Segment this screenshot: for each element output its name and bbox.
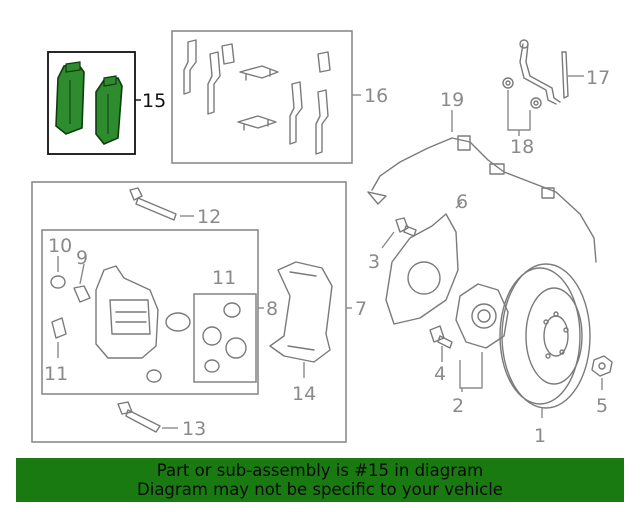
part-7-frame: [31, 181, 347, 443]
part-11-clip-left: [51, 317, 67, 358]
callout-4: 4: [434, 363, 446, 385]
callout-7: 7: [355, 298, 367, 320]
part-1-rotor: [499, 263, 591, 418]
part-19-speed-sensor: [367, 110, 597, 263]
callout-3: 3: [368, 251, 380, 273]
part-14-caliper-bracket: [269, 261, 333, 378]
callout-13: 13: [182, 418, 206, 440]
callout-15: 15: [142, 90, 166, 112]
part-16-hardware-kit: [171, 30, 361, 164]
callout-19: 19: [440, 89, 464, 111]
part-15-brake-pads[interactable]: [47, 51, 141, 155]
banner-line-1: Part or sub-assembly is #15 in diagram: [156, 461, 484, 480]
part-4-hub-bolt: [429, 325, 453, 362]
callout-2: 2: [452, 395, 464, 417]
part-11-seal-kit: [193, 293, 257, 383]
callout-6: 6: [456, 191, 468, 213]
callout-1: 1: [534, 425, 546, 447]
banner-line-2: Diagram may not be specific to your vehi…: [137, 480, 503, 499]
part-12-guide-pin: [129, 187, 194, 221]
callout-11-left: 11: [44, 363, 68, 385]
info-banner: Part or sub-assembly is #15 in diagram D…: [16, 458, 624, 502]
callout-8: 8: [266, 298, 278, 320]
part-18-washers: [502, 77, 542, 136]
callout-9: 9: [76, 247, 88, 269]
callout-10: 10: [48, 235, 72, 257]
callout-16: 16: [364, 85, 388, 107]
part-13-guide-pin: [117, 401, 178, 433]
part-17-brake-hose: [519, 39, 584, 105]
callout-5: 5: [596, 395, 608, 417]
part-9-bleeder-screw: [73, 263, 91, 303]
part-3-bolt: [381, 217, 417, 249]
callout-11-right: 11: [212, 267, 236, 289]
part-8-caliper: [95, 265, 191, 383]
part-2-hub: [455, 283, 509, 392]
part-6-dust-shield: [385, 201, 463, 325]
callout-14: 14: [292, 383, 316, 405]
part-5-lug-nut: [591, 355, 613, 390]
callout-18: 18: [510, 136, 534, 158]
part-10-bleeder-cap: [50, 256, 66, 289]
callout-17: 17: [586, 67, 610, 89]
callout-12: 12: [197, 206, 221, 228]
part-8-frame: [41, 229, 259, 395]
